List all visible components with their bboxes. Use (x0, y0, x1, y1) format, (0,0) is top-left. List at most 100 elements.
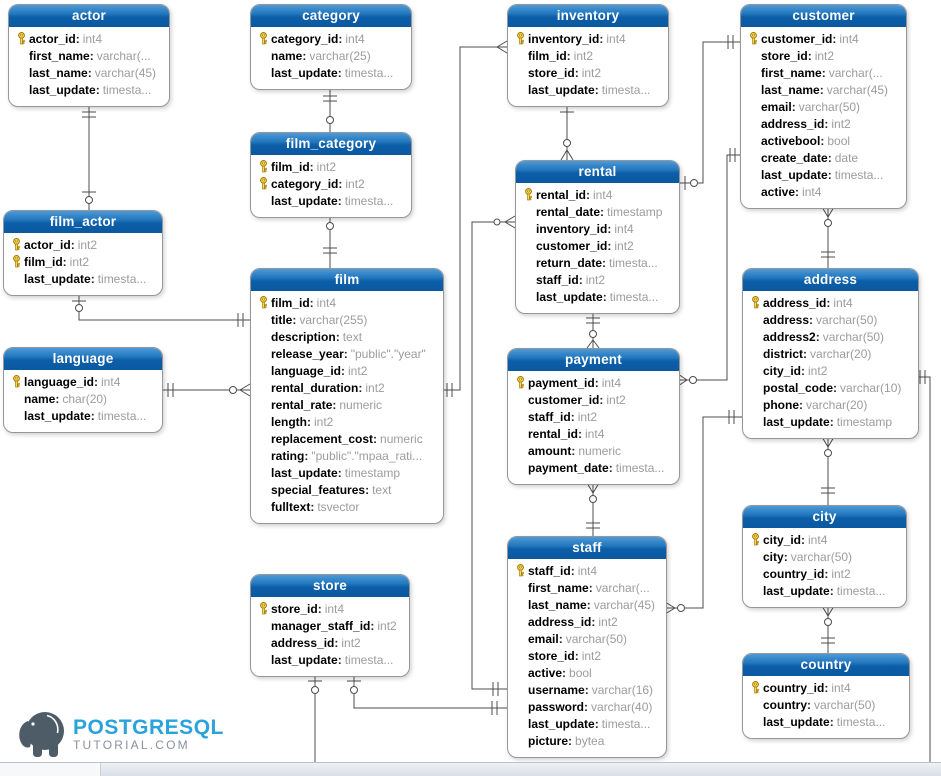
column-type: int2 (808, 363, 828, 378)
table-title[interactable]: rental (516, 161, 679, 183)
column-row: country_id:int2 (747, 565, 902, 582)
column-type: timesta... (615, 460, 665, 475)
table-title[interactable]: film_category (251, 133, 411, 155)
column-row: store_id:int2 (512, 647, 662, 664)
column-name: last_update (528, 82, 595, 97)
column-type: varchar(45) (94, 65, 157, 80)
column-colon: : (574, 648, 579, 663)
column-colon: : (304, 448, 309, 463)
column-colon: : (87, 65, 92, 80)
table-title[interactable]: city (743, 506, 906, 528)
column-type: int2 (585, 272, 606, 287)
column-row: username:varchar(16) (512, 681, 662, 698)
column-row: address2:varchar(50) (747, 328, 914, 345)
column-colon: : (302, 48, 307, 63)
column-colon: : (602, 289, 607, 304)
table-title[interactable]: payment (508, 349, 679, 371)
column-colon: : (827, 150, 832, 165)
column-row: city:varchar(50) (747, 548, 902, 565)
column-type: varchar(45) (593, 597, 656, 612)
column-name: last_name (528, 597, 587, 612)
column-colon: : (824, 116, 829, 131)
column-row: store_id:int4 (255, 600, 405, 617)
column-colon: : (599, 392, 604, 407)
connector-film_actor-film (72, 294, 250, 327)
connector-rental-customer (678, 35, 740, 190)
column-type: varchar(... (96, 48, 151, 63)
column-row: district:varchar(20) (747, 345, 914, 362)
column-colon: : (607, 238, 612, 253)
column-name: city_id (763, 363, 802, 378)
column-row: last_name:varchar(45) (13, 64, 165, 81)
column-colon: : (70, 237, 75, 252)
column-row: last_name:varchar(45) (745, 81, 902, 98)
column-type: timesta... (344, 652, 394, 667)
column-colon: : (594, 82, 599, 97)
column-row: last_update:timestamp (255, 464, 439, 481)
column-colon: : (783, 549, 788, 564)
column-row: last_update:timesta... (13, 81, 165, 98)
table-title[interactable]: inventory (508, 5, 668, 27)
table-title[interactable]: actor (9, 5, 169, 27)
column-name: category_id (271, 31, 339, 46)
column-row: city_id:int2 (747, 362, 914, 379)
column-type: varchar(20) (810, 346, 872, 361)
column-colon: : (317, 601, 322, 616)
column-row: category_id:int4 (255, 30, 407, 47)
column-name: store_id (528, 65, 575, 80)
column-row: rental_rate:numeric (255, 396, 439, 413)
column-name: address_id (761, 116, 825, 131)
primary-key-icon (749, 32, 757, 45)
column-name: phone (763, 397, 799, 412)
table-title[interactable]: staff (508, 537, 666, 559)
column-colon: : (334, 635, 339, 650)
column-name: language_id (271, 363, 342, 378)
primary-key-icon-cell (8, 255, 24, 268)
table-title[interactable]: category (251, 5, 411, 27)
column-name: last_update (271, 193, 338, 208)
column-name: create_date (761, 150, 828, 165)
table-title[interactable]: country (743, 654, 909, 676)
table-title[interactable]: film_actor (4, 211, 162, 233)
table-title[interactable]: store (251, 575, 409, 597)
column-row: picture:bytea (512, 732, 662, 749)
table-title[interactable]: film (251, 269, 443, 291)
column-row: rental_id:int4 (512, 425, 675, 442)
table-title[interactable]: language (4, 348, 162, 370)
column-name: replacement_cost (271, 431, 374, 446)
column-colon: : (373, 431, 378, 446)
column-name: first_name (528, 580, 589, 595)
column-type: int4 (316, 295, 337, 310)
column-name: address2 (763, 329, 816, 344)
column-row: first_name:varchar(... (745, 64, 902, 81)
primary-key-icon (751, 296, 759, 309)
table-title[interactable]: customer (741, 5, 906, 27)
column-colon: : (821, 65, 826, 80)
column-row: special_features:text (255, 481, 439, 498)
column-name: name (24, 391, 56, 406)
table-title[interactable]: address (743, 269, 918, 291)
postgresqltutorial-logo[interactable]: POSTGRESQL TUTORIAL.COM (18, 708, 224, 760)
column-colon: : (558, 631, 563, 646)
column-colon: : (370, 618, 375, 633)
column-name: store_id (761, 48, 808, 63)
